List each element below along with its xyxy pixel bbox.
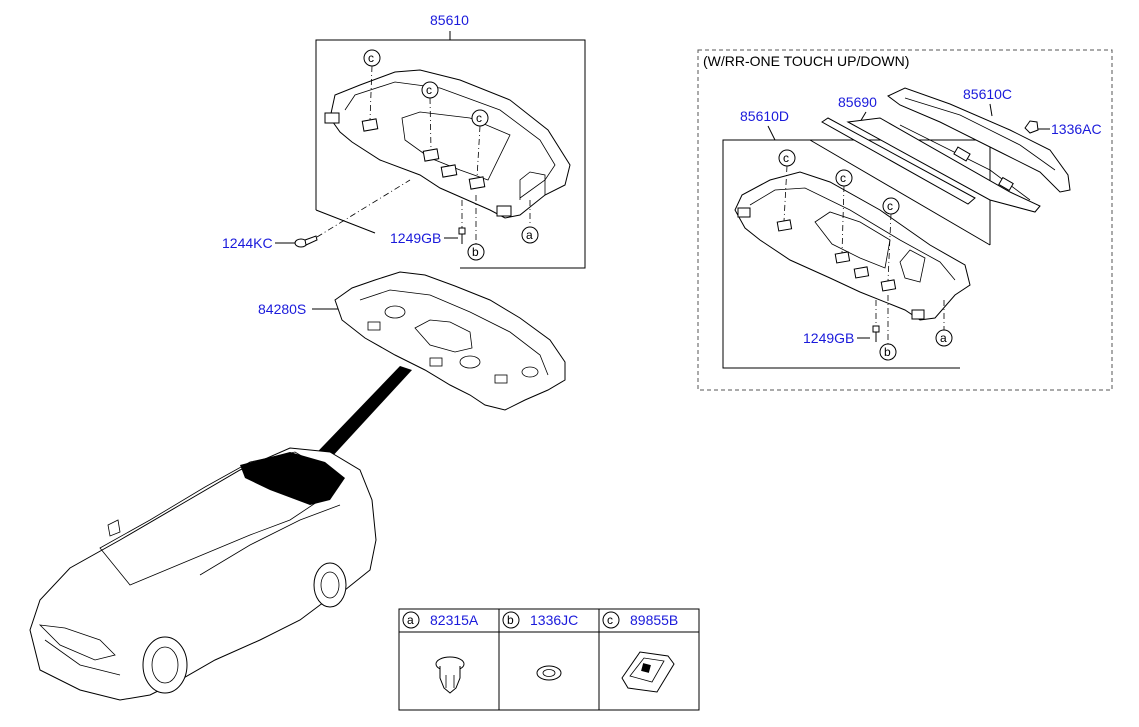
legend-b-part: 1336JC: [530, 612, 578, 628]
callout-c-opt-2-text: c: [840, 171, 846, 185]
part-label-1336AC[interactable]: 1336AC: [1051, 121, 1102, 137]
legend-a-letter: a: [407, 613, 414, 627]
anti-noise-pad-assembly: 84280S: [258, 271, 566, 411]
option-box: [697, 49, 1113, 391]
callout-c-opt-3: [882, 197, 900, 215]
callout-b-main: [467, 243, 485, 261]
callout-c-1-text: c: [368, 51, 374, 65]
cover-89855B-icon: [621, 651, 675, 693]
package-tray-panel: [324, 69, 571, 219]
part-label-1249GB-opt[interactable]: 1249GB: [803, 330, 854, 346]
callout-a-opt-text: a: [940, 331, 947, 345]
part-label-85610D[interactable]: 85610D: [740, 108, 789, 124]
shade-frame-85690: [821, 117, 1041, 213]
clip-82315A-icon: [435, 656, 465, 694]
callout-b-main-text: b: [472, 245, 479, 259]
option-box-title: (W/RR-ONE TOUCH UP/DOWN): [703, 53, 909, 69]
part-label-85610C[interactable]: 85610C: [963, 86, 1012, 102]
package-tray-panel-opt: [734, 171, 971, 321]
group-box-85610: [315, 39, 586, 269]
nut-1336JC-icon: [536, 665, 562, 681]
legend-cell-a[interactable]: a 82315A: [402, 611, 479, 694]
part-label-85690[interactable]: 85690: [838, 94, 877, 110]
callout-b-opt: [879, 343, 897, 361]
clip-1336AC: [1024, 120, 1039, 134]
screw-1249GB-main: [458, 200, 466, 244]
legend-b-letter: b: [507, 613, 514, 627]
legend-table: a 82315A b 1336JC c 89855B: [398, 608, 700, 711]
vehicle-illustration: [29, 447, 377, 701]
bolt-1244KC: [294, 179, 411, 248]
screw-1249GB-opt: [872, 300, 880, 342]
part-label-84280S[interactable]: 84280S: [258, 301, 306, 317]
callout-c-opt-3-text: c: [887, 199, 893, 213]
group-box-85610D: [722, 139, 991, 369]
callout-c-opt-1-text: c: [783, 151, 789, 165]
callout-c-1: [363, 49, 381, 67]
anti-noise-pad: [334, 271, 566, 411]
callout-c-3: [471, 109, 489, 127]
legend-a-part: 82315A: [430, 612, 479, 628]
callout-c-opt-2: [835, 169, 853, 187]
part-label-1244KC[interactable]: 1244KC: [222, 235, 273, 251]
sunshade-85610C: [887, 87, 1071, 193]
callout-c-2: [421, 81, 439, 99]
legend-c-letter: c: [607, 613, 613, 627]
location-leader: [300, 366, 412, 472]
legend-cell-c[interactable]: c 89855B: [602, 611, 678, 693]
callout-a-main: [521, 226, 539, 244]
legend-c-part: 89855B: [630, 612, 678, 628]
callout-c-opt-1: [778, 149, 796, 167]
part-label-1249GB-main[interactable]: 1249GB: [390, 230, 441, 246]
legend-cell-b[interactable]: b 1336JC: [502, 611, 578, 681]
package-tray-assembly: 85610 c c c a: [222, 12, 586, 269]
callout-b-opt-text: b: [884, 345, 891, 359]
callout-c-3-text: c: [476, 111, 482, 125]
callout-a-main-text: a: [526, 228, 533, 242]
callout-c-2-text: c: [426, 83, 432, 97]
part-label-85610[interactable]: 85610: [430, 12, 469, 28]
callout-a-opt: [935, 329, 953, 347]
